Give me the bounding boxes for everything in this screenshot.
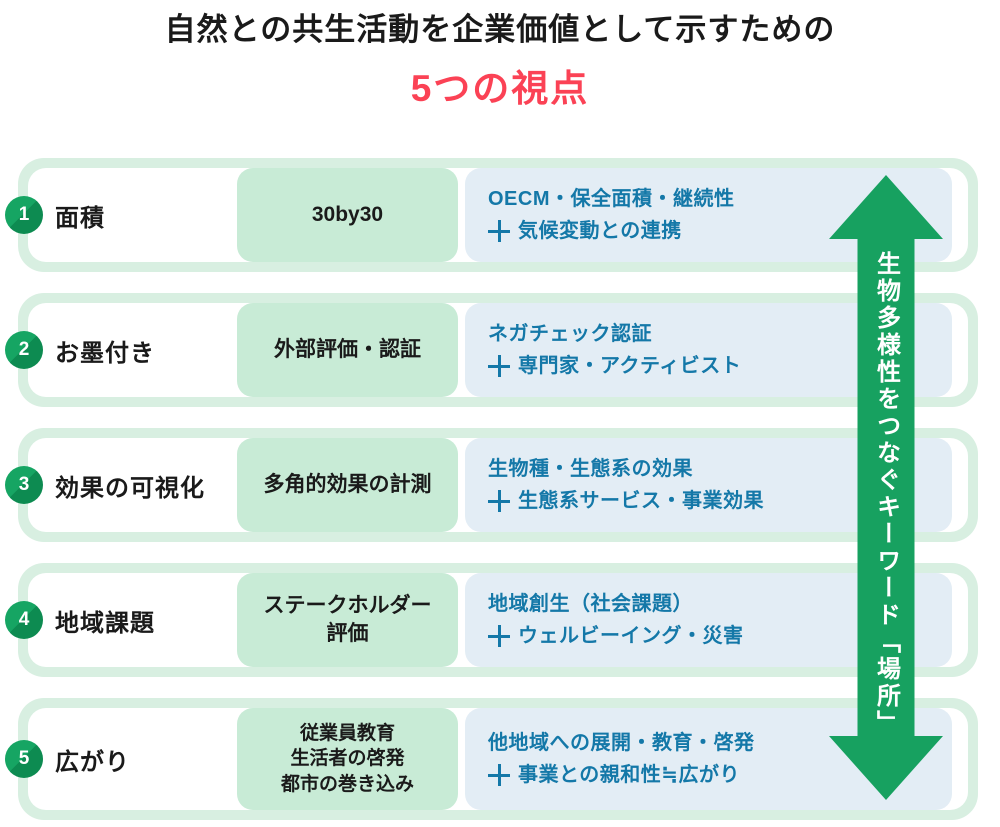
- row-number: 4: [18, 609, 30, 630]
- row-number: 5: [18, 748, 30, 769]
- keywords-primary: OECM・保全面積・継続性: [488, 188, 735, 210]
- label-cell: 地域課題: [28, 573, 237, 667]
- perspective-row-1: 1 面積 30by30 OECM・保全面積・継続性 気候変動との連携: [5, 158, 978, 272]
- keywords-secondary: 気候変動との連携: [518, 220, 682, 242]
- keywords-primary: ネガチェック認証: [488, 323, 652, 345]
- row-number-badge: 5: [5, 740, 43, 778]
- method-line: ステークホルダー: [263, 593, 432, 617]
- biodiversity-arrow: 生物多様性をつなぐキーワード「場所」: [829, 175, 943, 800]
- method-line: 評価: [326, 622, 369, 645]
- keywords-secondary-line: ウェルビーイング・災害: [488, 620, 952, 652]
- row-label: 面積: [55, 204, 105, 232]
- keywords-secondary: 生態系サービス・事業効果: [518, 490, 764, 512]
- method-box: ステークホルダー 評価: [237, 573, 458, 667]
- keywords-secondary-line: 生態系サービス・事業効果: [488, 485, 952, 517]
- row-card: 広がり 従業員教育 生活者の啓発 都市の巻き込み 他地域への展開・教育・啓発 事…: [28, 708, 968, 810]
- row-number-badge: 4: [5, 601, 43, 639]
- plus-icon: [488, 490, 510, 512]
- perspective-row-3: 3 効果の可視化 多角的効果の計測 生物種・生態系の効果 生態系サービス・事業効…: [5, 428, 978, 542]
- perspective-row-5: 5 広がり 従業員教育 生活者の啓発 都市の巻き込み 他地域への展開・教育・啓発…: [5, 698, 978, 820]
- row-number: 3: [18, 474, 30, 495]
- arrow-label: 生物多様性をつなぐキーワード「場所」: [872, 251, 900, 737]
- label-cell: 広がり: [28, 708, 237, 810]
- row-card: 効果の可視化 多角的効果の計測 生物種・生態系の効果 生態系サービス・事業効果: [28, 438, 968, 532]
- plus-icon: [488, 625, 510, 647]
- row-number-badge: 3: [5, 466, 43, 504]
- title-accent: 5つの視点: [410, 68, 590, 110]
- row-number-badge: 2: [5, 331, 43, 369]
- row-number: 2: [18, 339, 30, 360]
- method-box: 30by30: [237, 168, 458, 262]
- keywords-secondary: ウェルビーイング・災害: [518, 625, 744, 647]
- method-box: 多角的効果の計測: [237, 438, 458, 532]
- spacer: [458, 168, 465, 262]
- keywords-primary: 地域創生（社会課題）: [488, 593, 693, 615]
- perspective-row-2: 2 お墨付き 外部評価・認証 ネガチェック認証 専門家・アクティビスト: [5, 293, 978, 407]
- spacer: [458, 708, 465, 810]
- method-box: 従業員教育 生活者の啓発 都市の巻き込み: [237, 708, 458, 810]
- keywords-secondary-line: 事業との親和性≒広がり: [488, 759, 952, 791]
- method-line: 30by30: [311, 202, 384, 226]
- keywords-secondary-line: 専門家・アクティビスト: [488, 350, 952, 382]
- spacer: [458, 303, 465, 397]
- row-label: 広がり: [55, 748, 130, 776]
- spacer: [458, 438, 465, 532]
- label-cell: 面積: [28, 168, 237, 262]
- keywords-secondary: 事業との親和性≒広がり: [518, 764, 741, 786]
- row-card: 面積 30by30 OECM・保全面積・継続性 気候変動との連携: [28, 168, 968, 262]
- row-label: お墨付き: [55, 339, 155, 367]
- method-line: 従業員教育: [299, 722, 395, 744]
- keywords-secondary-line: 気候変動との連携: [488, 215, 952, 247]
- plus-icon: [488, 220, 510, 242]
- method-line: 多角的効果の計測: [263, 472, 432, 496]
- method-line: 生活者の啓発: [290, 748, 405, 770]
- plus-icon: [488, 355, 510, 377]
- keywords-secondary: 専門家・アクティビスト: [518, 355, 742, 377]
- title-main: 自然との共生活動を企業価値として示すための: [164, 12, 836, 47]
- row-card: お墨付き 外部評価・認証 ネガチェック認証 専門家・アクティビスト: [28, 303, 968, 397]
- method-line: 都市の巻き込み: [280, 773, 414, 795]
- label-cell: お墨付き: [28, 303, 237, 397]
- perspective-rows: 1 面積 30by30 OECM・保全面積・継続性 気候変動との連携 2 お墨付…: [5, 158, 978, 820]
- keywords-primary: 他地域への展開・教育・啓発: [488, 732, 755, 754]
- page-title: 自然との共生活動を企業価値として示すための 5つの視点: [0, 10, 1000, 112]
- row-label: 効果の可視化: [55, 474, 205, 502]
- method-box: 外部評価・認証: [237, 303, 458, 397]
- row-label: 地域課題: [55, 609, 155, 637]
- spacer: [458, 573, 465, 667]
- label-cell: 効果の可視化: [28, 438, 237, 532]
- keywords-primary: 生物種・生態系の効果: [488, 458, 693, 480]
- row-number-badge: 1: [5, 196, 43, 234]
- row-card: 地域課題 ステークホルダー 評価 地域創生（社会課題） ウェルビーイング・災害: [28, 573, 968, 667]
- row-number: 1: [18, 204, 30, 225]
- method-line: 外部評価・認証: [274, 337, 421, 361]
- plus-icon: [488, 764, 510, 786]
